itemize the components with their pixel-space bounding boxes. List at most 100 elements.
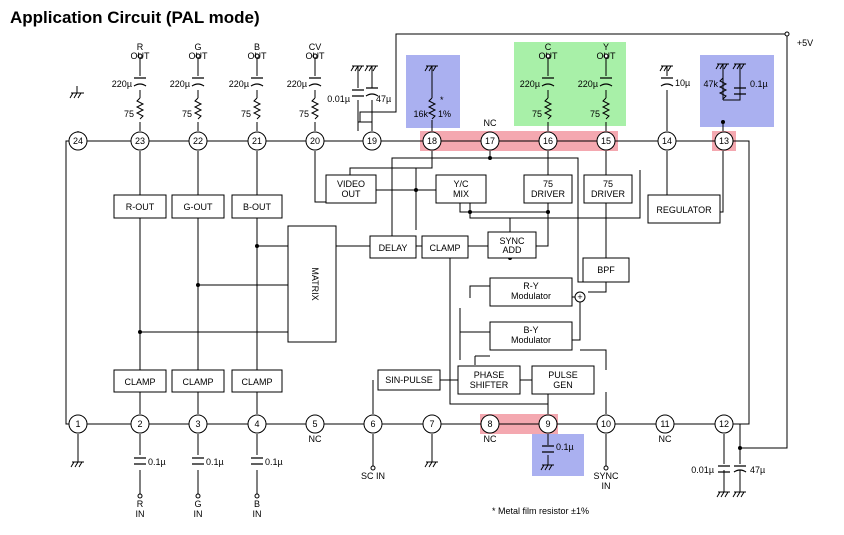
clamp-2-block: CLAMP bbox=[182, 377, 213, 387]
pin-9-label: 9 bbox=[545, 419, 550, 429]
driver-a-block-1: 75 bbox=[543, 179, 553, 189]
pin-22-circle bbox=[188, 131, 208, 151]
sin-pulse-block: SIN-PULSE bbox=[385, 375, 433, 385]
pin-23-label: 23 bbox=[135, 136, 145, 146]
pin-4-label: 4 bbox=[254, 419, 259, 429]
by-mod-block-1: B-Y bbox=[523, 325, 538, 335]
video-out-block-2: OUT bbox=[342, 189, 362, 199]
b-out-block: B-OUT bbox=[243, 202, 272, 212]
res-75-g: 75 bbox=[182, 109, 192, 119]
pin-20-circle bbox=[305, 131, 325, 151]
pin-24-circle bbox=[68, 131, 88, 151]
cap-01-top: 0.1µ bbox=[750, 79, 768, 89]
yc-mix-block-1: Y/C bbox=[453, 179, 469, 189]
cap-001-top: 0.01µ bbox=[327, 94, 350, 104]
pin-8-label: 8 bbox=[487, 419, 492, 429]
pin-12-circle bbox=[714, 414, 734, 434]
b-out-label-2: OUT bbox=[248, 51, 268, 61]
g-out-label-2: OUT bbox=[189, 51, 209, 61]
pin-19-label: 19 bbox=[367, 136, 377, 146]
pin-16-label: 16 bbox=[543, 136, 553, 146]
pin-13-label: 13 bbox=[719, 136, 729, 146]
delay-block: DELAY bbox=[379, 243, 408, 253]
pin-9-circle bbox=[538, 414, 558, 434]
pin-6-label: 6 bbox=[370, 419, 375, 429]
pin-1-circle bbox=[68, 414, 88, 434]
pin-7-circle bbox=[422, 414, 442, 434]
pin-14-circle bbox=[657, 131, 677, 151]
cap-47-bottom: 47µ bbox=[750, 465, 765, 475]
pin-5-circle bbox=[305, 414, 325, 434]
cap-01-pin9: 0.1µ bbox=[556, 442, 574, 452]
pin8-nc: NC bbox=[484, 434, 497, 444]
pin-3-circle bbox=[188, 414, 208, 434]
highlight-pin18-res bbox=[406, 55, 460, 128]
diagram-title: Application Circuit (PAL mode) bbox=[10, 8, 260, 27]
supply-label: +5V bbox=[797, 38, 813, 48]
driver-b-block-1: 75 bbox=[603, 179, 613, 189]
sc-in-label: SC IN bbox=[361, 471, 385, 481]
ry-mod-block-1: R-Y bbox=[523, 281, 539, 291]
res-75-c: 75 bbox=[532, 109, 542, 119]
c-out-label-1: C bbox=[545, 42, 552, 52]
g-out-block: G-OUT bbox=[184, 202, 213, 212]
clamp-3-block: CLAMP bbox=[241, 377, 272, 387]
cap-220-b: 220µ bbox=[229, 79, 249, 89]
sync-in-label-1: SYNC bbox=[593, 471, 619, 481]
sync-in-label-2: IN bbox=[602, 481, 611, 491]
cap-10: 10µ bbox=[675, 78, 690, 88]
y-out-label-1: Y bbox=[603, 42, 609, 52]
res-75-b: 75 bbox=[241, 109, 251, 119]
r-in-label-1: R bbox=[137, 499, 144, 509]
pulse-gen-block-1: PULSE bbox=[548, 370, 578, 380]
pin11-nc: NC bbox=[659, 434, 672, 444]
pin17-nc: NC bbox=[484, 118, 497, 128]
pin-23-circle bbox=[130, 131, 150, 151]
res-16k: 16k bbox=[413, 109, 428, 119]
pin-1-label: 1 bbox=[75, 419, 80, 429]
cap-220-g: 220µ bbox=[170, 79, 190, 89]
b-out-label-1: B bbox=[254, 42, 260, 52]
driver-a-block-2: DRIVER bbox=[531, 189, 566, 199]
pin-18-circle bbox=[422, 131, 442, 151]
sync-add-block-1: SYNC bbox=[499, 236, 525, 246]
pin-11-label: 11 bbox=[660, 419, 669, 429]
g-in-label-2: IN bbox=[194, 509, 203, 519]
sync-add-block-2: ADD bbox=[502, 245, 522, 255]
pin-15-circle bbox=[596, 131, 616, 151]
pin-21-label: 21 bbox=[252, 136, 262, 146]
bpf-block: BPF bbox=[597, 265, 615, 275]
pin-8-circle bbox=[480, 414, 500, 434]
pin-7-label: 7 bbox=[429, 419, 434, 429]
pin5-nc: NC bbox=[309, 434, 322, 444]
cap-220-cv: 220µ bbox=[287, 79, 307, 89]
pin-20-label: 20 bbox=[310, 136, 320, 146]
pin-13-circle bbox=[714, 131, 734, 151]
pin-2-label: 2 bbox=[137, 419, 142, 429]
r-out-block: R-OUT bbox=[126, 202, 155, 212]
driver-b-block-2: DRIVER bbox=[591, 189, 626, 199]
pulse-gen-block-2: GEN bbox=[553, 380, 573, 390]
pin-5-label: 5 bbox=[312, 419, 317, 429]
pin-21-circle bbox=[247, 131, 267, 151]
g-out-label-1: G bbox=[194, 42, 201, 52]
pin-16-circle bbox=[538, 131, 558, 151]
video-out-block-1: VIDEO bbox=[337, 179, 365, 189]
res-16k-tol: 1% bbox=[438, 109, 451, 119]
cap-220-y: 220µ bbox=[578, 79, 598, 89]
pin-17-circle bbox=[480, 131, 500, 151]
pin-10-circle bbox=[596, 414, 616, 434]
footnote: * Metal film resistor ±1% bbox=[492, 506, 589, 516]
pin-10-label: 10 bbox=[601, 419, 611, 429]
by-mod-block-2: Modulator bbox=[511, 335, 551, 345]
ic-body bbox=[65, 140, 750, 425]
res-75-cv: 75 bbox=[299, 109, 309, 119]
phase-shifter-block-1: PHASE bbox=[474, 370, 505, 380]
highlight-pin13-res bbox=[700, 55, 774, 127]
pin-3-label: 3 bbox=[195, 419, 200, 429]
cap-220-c: 220µ bbox=[520, 79, 540, 89]
r-out-label-1: R bbox=[137, 42, 144, 52]
ry-mod-block-2: Modulator bbox=[511, 291, 551, 301]
pin-24-label: 24 bbox=[73, 136, 83, 146]
